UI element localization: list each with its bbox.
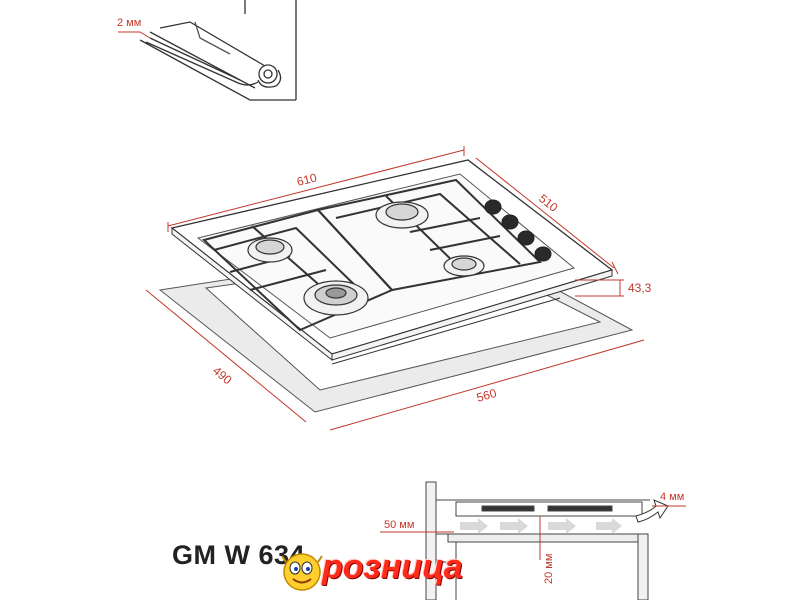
hob-dimensions bbox=[145, 146, 645, 431]
model-name: GM W 634 bbox=[172, 540, 306, 570]
control-knobs bbox=[484, 199, 552, 262]
cutout-depth-label: 490 bbox=[210, 364, 235, 388]
ventilation-labels: 50 мм 4 мм 20 мм bbox=[384, 491, 684, 584]
clearance-side-label: 50 мм bbox=[384, 519, 414, 531]
brand-logo: розница bbox=[322, 548, 463, 586]
vent-gap-label: 4 мм bbox=[660, 491, 684, 503]
burner-rear-right bbox=[375, 201, 429, 229]
mascot-icon bbox=[281, 553, 323, 591]
seal-dimension: 2 мм bbox=[117, 17, 151, 39]
depth-top-label: 510 bbox=[536, 191, 561, 215]
width-top-label: 610 bbox=[295, 170, 318, 189]
burner-front-right bbox=[443, 255, 485, 277]
seal-detail bbox=[139, 0, 297, 101]
burner-rear-left bbox=[247, 237, 293, 263]
knob-4 bbox=[534, 246, 552, 262]
gap-top-label: 2 мм bbox=[117, 17, 141, 29]
burners bbox=[247, 201, 485, 316]
knob-1 bbox=[484, 199, 502, 215]
height-label: 43,3 bbox=[628, 281, 652, 295]
burner-front-left bbox=[303, 280, 369, 316]
knob-2 bbox=[501, 214, 519, 230]
ventilation-section bbox=[425, 481, 650, 600]
hob-body bbox=[170, 159, 614, 365]
knob-3 bbox=[517, 230, 535, 246]
ventilation-dimensions bbox=[380, 505, 686, 560]
airflow-arrows bbox=[460, 518, 622, 534]
cutout-width-label: 560 bbox=[475, 386, 498, 405]
clearance-bottom-label: 20 мм bbox=[543, 554, 555, 584]
